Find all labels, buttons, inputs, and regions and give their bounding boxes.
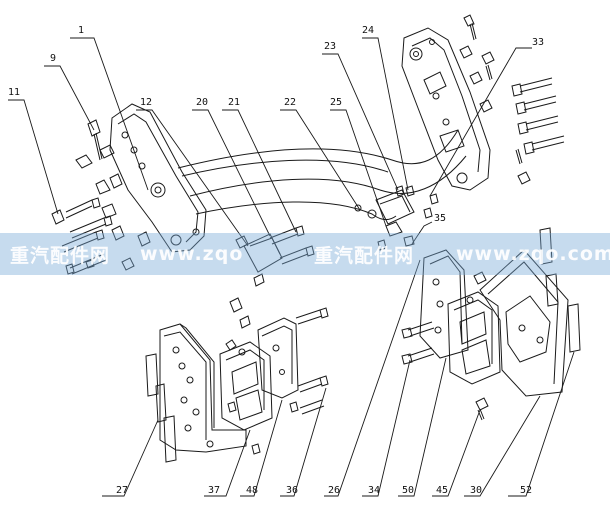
callout-9: 9 [50, 53, 57, 64]
callout-34: 34 [368, 485, 381, 496]
callout-33: 33 [532, 37, 545, 48]
watermark-url-right: www.zqo.com [456, 243, 610, 265]
callout-23: 23 [324, 41, 337, 52]
callout-48: 48 [246, 485, 259, 496]
callout-24: 24 [362, 25, 375, 36]
callout-25: 25 [330, 97, 343, 108]
watermark-url-left: www.zqo [140, 243, 244, 265]
small-bracket-48-36 [227, 297, 329, 455]
callout-12: 12 [140, 97, 153, 108]
callout-30: 30 [470, 485, 483, 496]
left-bracket-27 [145, 323, 247, 463]
callout-26: 26 [328, 485, 341, 496]
callout-45: 45 [436, 485, 449, 496]
leader-lines [8, 37, 575, 497]
callout-21: 21 [228, 97, 241, 108]
callout-22: 22 [284, 97, 297, 108]
center-mount-12-20-21 [235, 225, 315, 287]
right-bracket-assembly [401, 227, 581, 421]
callout-50: 50 [402, 485, 415, 496]
callout-35: 35 [434, 213, 447, 224]
bolt-set-33 [459, 14, 565, 185]
callout-20: 20 [196, 97, 209, 108]
bolt-set-11 [51, 197, 151, 275]
watermark-band: 重汽配件网 www.zqo 重汽配件网 www.zqo.com [0, 233, 610, 275]
crossmember-part [109, 27, 491, 253]
callout-36: 36 [286, 485, 299, 496]
callout-1: 1 [78, 25, 85, 36]
watermark-text-cn-left: 重汽配件网 [10, 244, 111, 267]
bolt-set-9 [75, 119, 123, 219]
callout-37: 37 [208, 485, 221, 496]
callout-27: 27 [116, 485, 129, 496]
rubber-mount-37 [219, 339, 273, 431]
mount-22-25 [354, 185, 439, 251]
callout-11: 11 [8, 87, 21, 98]
callout-52: 52 [520, 485, 533, 496]
watermark-text-cn-right: 重汽配件网 [314, 244, 415, 267]
